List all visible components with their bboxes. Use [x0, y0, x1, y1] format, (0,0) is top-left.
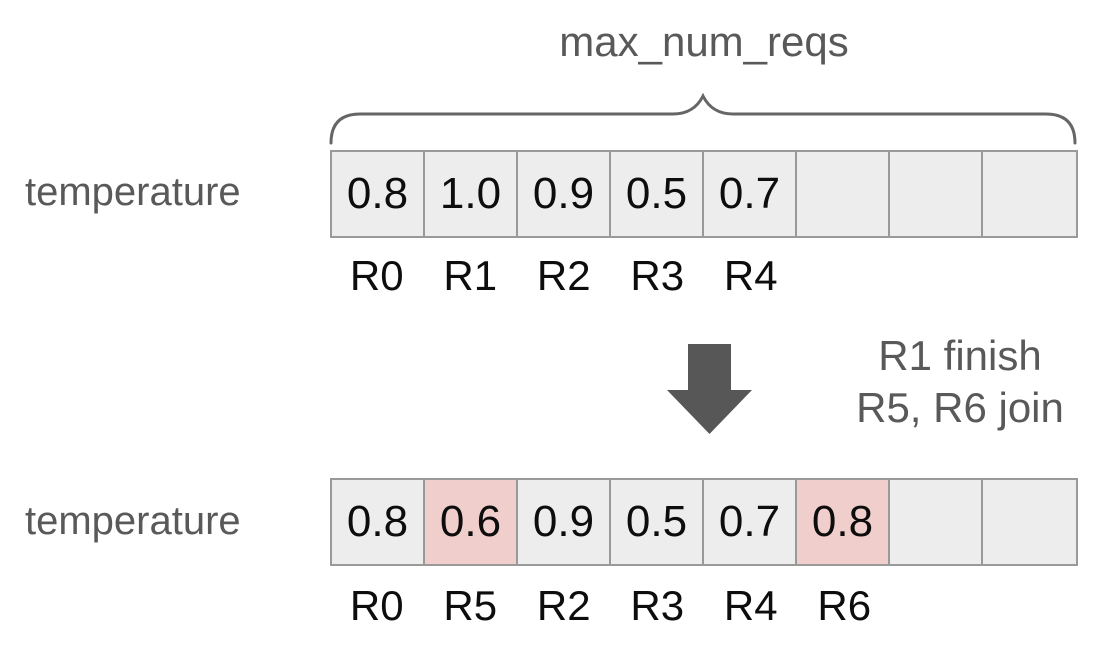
- array-cell: 1.0: [425, 152, 518, 236]
- request-label: R5: [443, 582, 498, 629]
- request-label: [985, 582, 1079, 630]
- array-cell: [797, 152, 890, 236]
- array-cell: 0.8: [797, 480, 890, 564]
- down-arrow-icon: [667, 344, 752, 434]
- request-label: [985, 252, 1079, 300]
- array-cell: [890, 152, 983, 236]
- request-label: R3: [630, 582, 685, 629]
- array-cell: 0.9: [518, 152, 611, 236]
- array-cell: [890, 480, 983, 564]
- array-cell: 0.5: [611, 152, 704, 236]
- request-label: [798, 252, 892, 300]
- array-cell: 0.9: [518, 480, 611, 564]
- request-label: R0: [349, 252, 404, 299]
- request-label: [891, 582, 985, 630]
- temperature-array-before: 0.8 1.0 0.9 0.5 0.7: [330, 150, 1078, 238]
- request-label: R2: [536, 252, 591, 299]
- request-label: R4: [723, 582, 778, 629]
- request-label: R2: [536, 582, 591, 629]
- array-cell: 0.5: [611, 480, 704, 564]
- max-num-reqs-label: max_num_reqs: [559, 18, 849, 65]
- array-cell: 0.6: [425, 480, 518, 564]
- array-cell: 0.8: [332, 152, 425, 236]
- brace-icon: [329, 92, 1077, 145]
- array-cell: [983, 480, 1076, 564]
- array-cell: 0.7: [704, 152, 797, 236]
- request-label: [891, 252, 985, 300]
- request-label: R3: [630, 252, 685, 299]
- temperature-label-after: temperature: [25, 499, 241, 543]
- request-labels-before: R0 R1 R2 R3 R4: [330, 252, 1078, 300]
- array-cell: [983, 152, 1076, 236]
- transition-line: R5, R6 join: [856, 384, 1064, 431]
- request-label: R0: [349, 582, 404, 629]
- transition-annotation: R1 finish R5, R6 join: [800, 330, 1110, 434]
- transition-line: R1 finish: [878, 332, 1042, 379]
- array-cell: 0.7: [704, 480, 797, 564]
- request-label: R1: [443, 252, 498, 299]
- request-label: R4: [723, 252, 778, 299]
- array-cell: 0.8: [332, 480, 425, 564]
- temperature-label-before: temperature: [25, 170, 241, 214]
- request-label: R6: [817, 582, 872, 629]
- request-labels-after: R0 R5 R2 R3 R4 R6: [330, 582, 1078, 630]
- temperature-array-after: 0.8 0.6 0.9 0.5 0.7 0.8: [330, 478, 1078, 566]
